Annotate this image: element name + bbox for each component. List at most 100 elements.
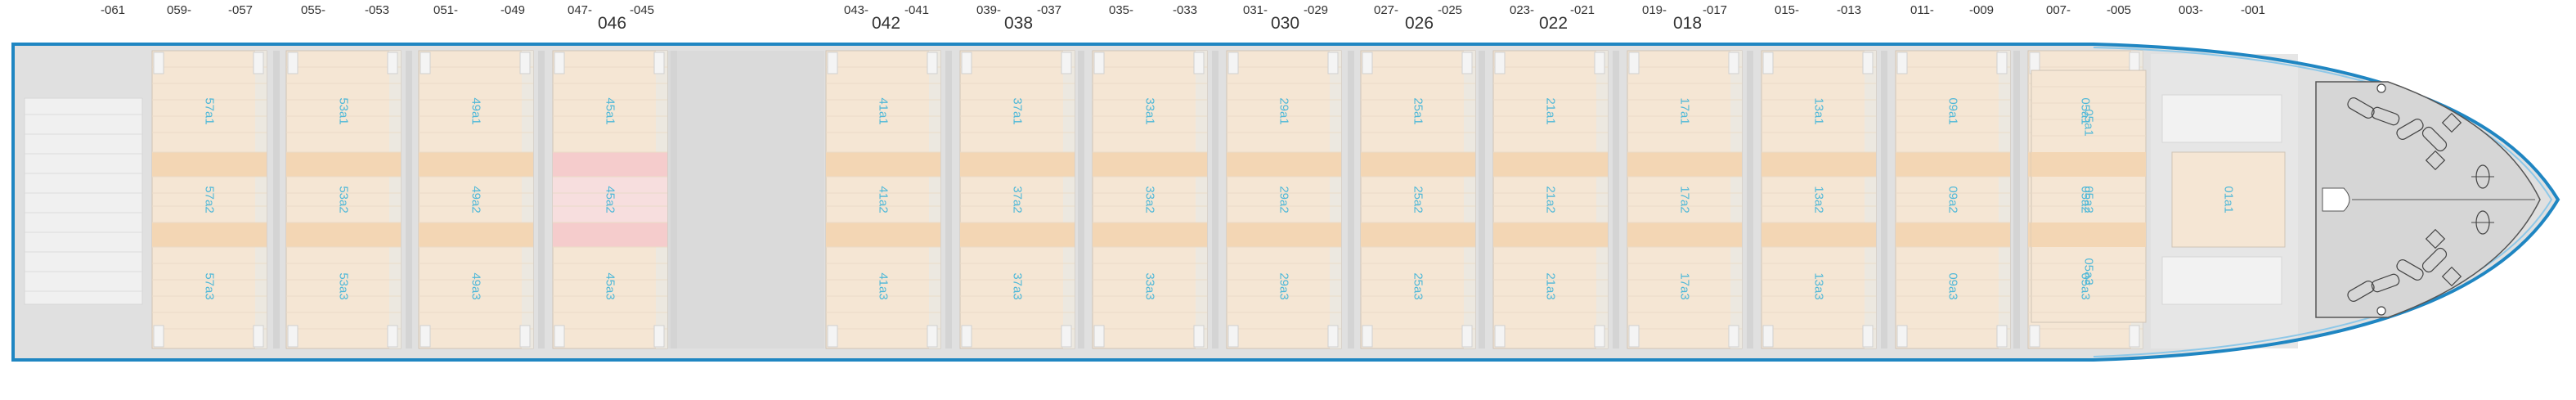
hatch-band xyxy=(826,222,940,247)
slot-label: 45a1 xyxy=(604,97,617,124)
hatch-post xyxy=(519,52,531,74)
slot-label: 13a1 xyxy=(1812,97,1826,124)
hatch-post xyxy=(153,52,164,74)
mooring-winch xyxy=(2347,281,2375,302)
hold-separator xyxy=(538,51,545,348)
cargo-hold[interactable] xyxy=(1492,50,1609,349)
bay-number-label: -033 xyxy=(1173,3,1198,17)
hold-separator xyxy=(1479,51,1485,348)
hatch-post xyxy=(653,325,665,348)
hatch-post xyxy=(1327,325,1339,348)
slot-label: 05a3 xyxy=(2079,272,2093,299)
mooring-winch xyxy=(2347,97,2375,119)
cargo-hold[interactable] xyxy=(959,50,1075,349)
slot-label: 17a3 xyxy=(1678,272,1692,299)
cargo-hold[interactable] xyxy=(1092,50,1208,349)
hold-group xyxy=(151,50,2286,349)
slot-label: 53a2 xyxy=(337,186,351,213)
slot-label: 13a3 xyxy=(1812,272,1826,299)
hatch-band xyxy=(1493,152,1608,177)
hatch-post xyxy=(287,325,298,348)
cargo-hold[interactable] xyxy=(1360,50,1476,349)
cargo-hold[interactable] xyxy=(151,50,267,349)
hatch-band xyxy=(2031,152,2146,177)
slot-label: 17a2 xyxy=(1678,186,1692,213)
slot-label: 37a1 xyxy=(1011,97,1025,124)
slot-label: 25a1 xyxy=(1411,97,1425,124)
hatch-post xyxy=(519,325,531,348)
bollard xyxy=(2441,112,2462,133)
hatch-band xyxy=(286,222,401,247)
hatch-post xyxy=(1862,52,1874,74)
hull-inner-outline xyxy=(2093,47,2553,357)
bay-number-label: 031- xyxy=(1243,3,1268,17)
bay-pair-label: 038 xyxy=(1004,14,1034,33)
hatch-post xyxy=(1461,52,1473,74)
hatch-post xyxy=(287,52,298,74)
hatch-post xyxy=(1061,52,1072,74)
slot-label: 33a3 xyxy=(1143,272,1157,299)
hatch-post xyxy=(961,52,972,74)
slot-label: 33a1 xyxy=(1143,97,1157,124)
hold-separator xyxy=(671,51,677,348)
hatch-post xyxy=(253,325,264,348)
cargo-hold[interactable] xyxy=(1627,50,1743,349)
cargo-hold[interactable] xyxy=(418,50,534,349)
cargo-hold[interactable] xyxy=(285,50,402,349)
hold-separator xyxy=(273,51,280,348)
slot-label: 21a2 xyxy=(1544,186,1558,213)
anchor-windlass xyxy=(2322,187,2350,212)
hatch-band xyxy=(1627,152,1742,177)
hatch-post xyxy=(653,52,665,74)
bow-deck-group xyxy=(2315,81,2541,318)
hatch-post xyxy=(1093,52,1105,74)
hatch-band xyxy=(286,152,401,177)
hold-separator xyxy=(1348,51,1354,348)
slot-label: 05a1 xyxy=(2079,97,2093,124)
hatch-post xyxy=(1862,325,1874,348)
mooring-winch xyxy=(2371,273,2400,293)
slot-label: 05a1 xyxy=(2082,109,2096,136)
cargo-hold[interactable] xyxy=(1761,50,1877,349)
hold-side-strip xyxy=(1063,51,1075,348)
slot-label: 05a2 xyxy=(2082,186,2096,213)
hatch-post xyxy=(420,325,431,348)
forward-deck-block xyxy=(2161,256,2282,305)
slot-label: 09a1 xyxy=(1946,97,1960,124)
hatch-band xyxy=(1361,222,1475,247)
bay-pair-label: 030 xyxy=(1271,14,1300,33)
cargo-hold[interactable] xyxy=(825,50,941,349)
cargo-hold[interactable] xyxy=(1895,50,2011,349)
bay-number-label: 011- xyxy=(1910,3,1934,17)
hold-separator xyxy=(1078,51,1084,348)
hatch-post xyxy=(1093,325,1105,348)
slot-label: 49a3 xyxy=(469,272,483,299)
hatch-post xyxy=(1362,52,1373,74)
hatch-band xyxy=(1227,152,1341,177)
hatch-post xyxy=(1227,52,1239,74)
hatch-band xyxy=(1627,222,1742,247)
hatch-post xyxy=(2129,325,2140,348)
hatch-band xyxy=(1227,222,1341,247)
slot-label: 33a2 xyxy=(1143,186,1157,213)
bay-number-label: 051- xyxy=(433,3,459,17)
hold-separator xyxy=(945,51,952,348)
hold-side-strip xyxy=(1730,51,1742,348)
hatch-post xyxy=(387,52,398,74)
hatch-post xyxy=(827,52,838,74)
bay-number-label: 047- xyxy=(568,3,593,17)
hatch-post xyxy=(1594,52,1605,74)
fairlead xyxy=(2376,83,2386,93)
bay-pair-label: 026 xyxy=(1405,14,1434,33)
hatch-band xyxy=(2031,222,2146,247)
cargo-hold[interactable] xyxy=(2171,151,2286,248)
hold-side-strip xyxy=(1865,51,1876,348)
highlighted-band xyxy=(553,152,667,177)
hatch-band xyxy=(1896,152,2010,177)
slot-label: 41a3 xyxy=(877,272,891,299)
cargo-hold[interactable] xyxy=(1226,50,1342,349)
hatch-post xyxy=(554,52,565,74)
hatch-post xyxy=(2029,325,2040,348)
cargo-hold[interactable] xyxy=(2031,70,2147,323)
